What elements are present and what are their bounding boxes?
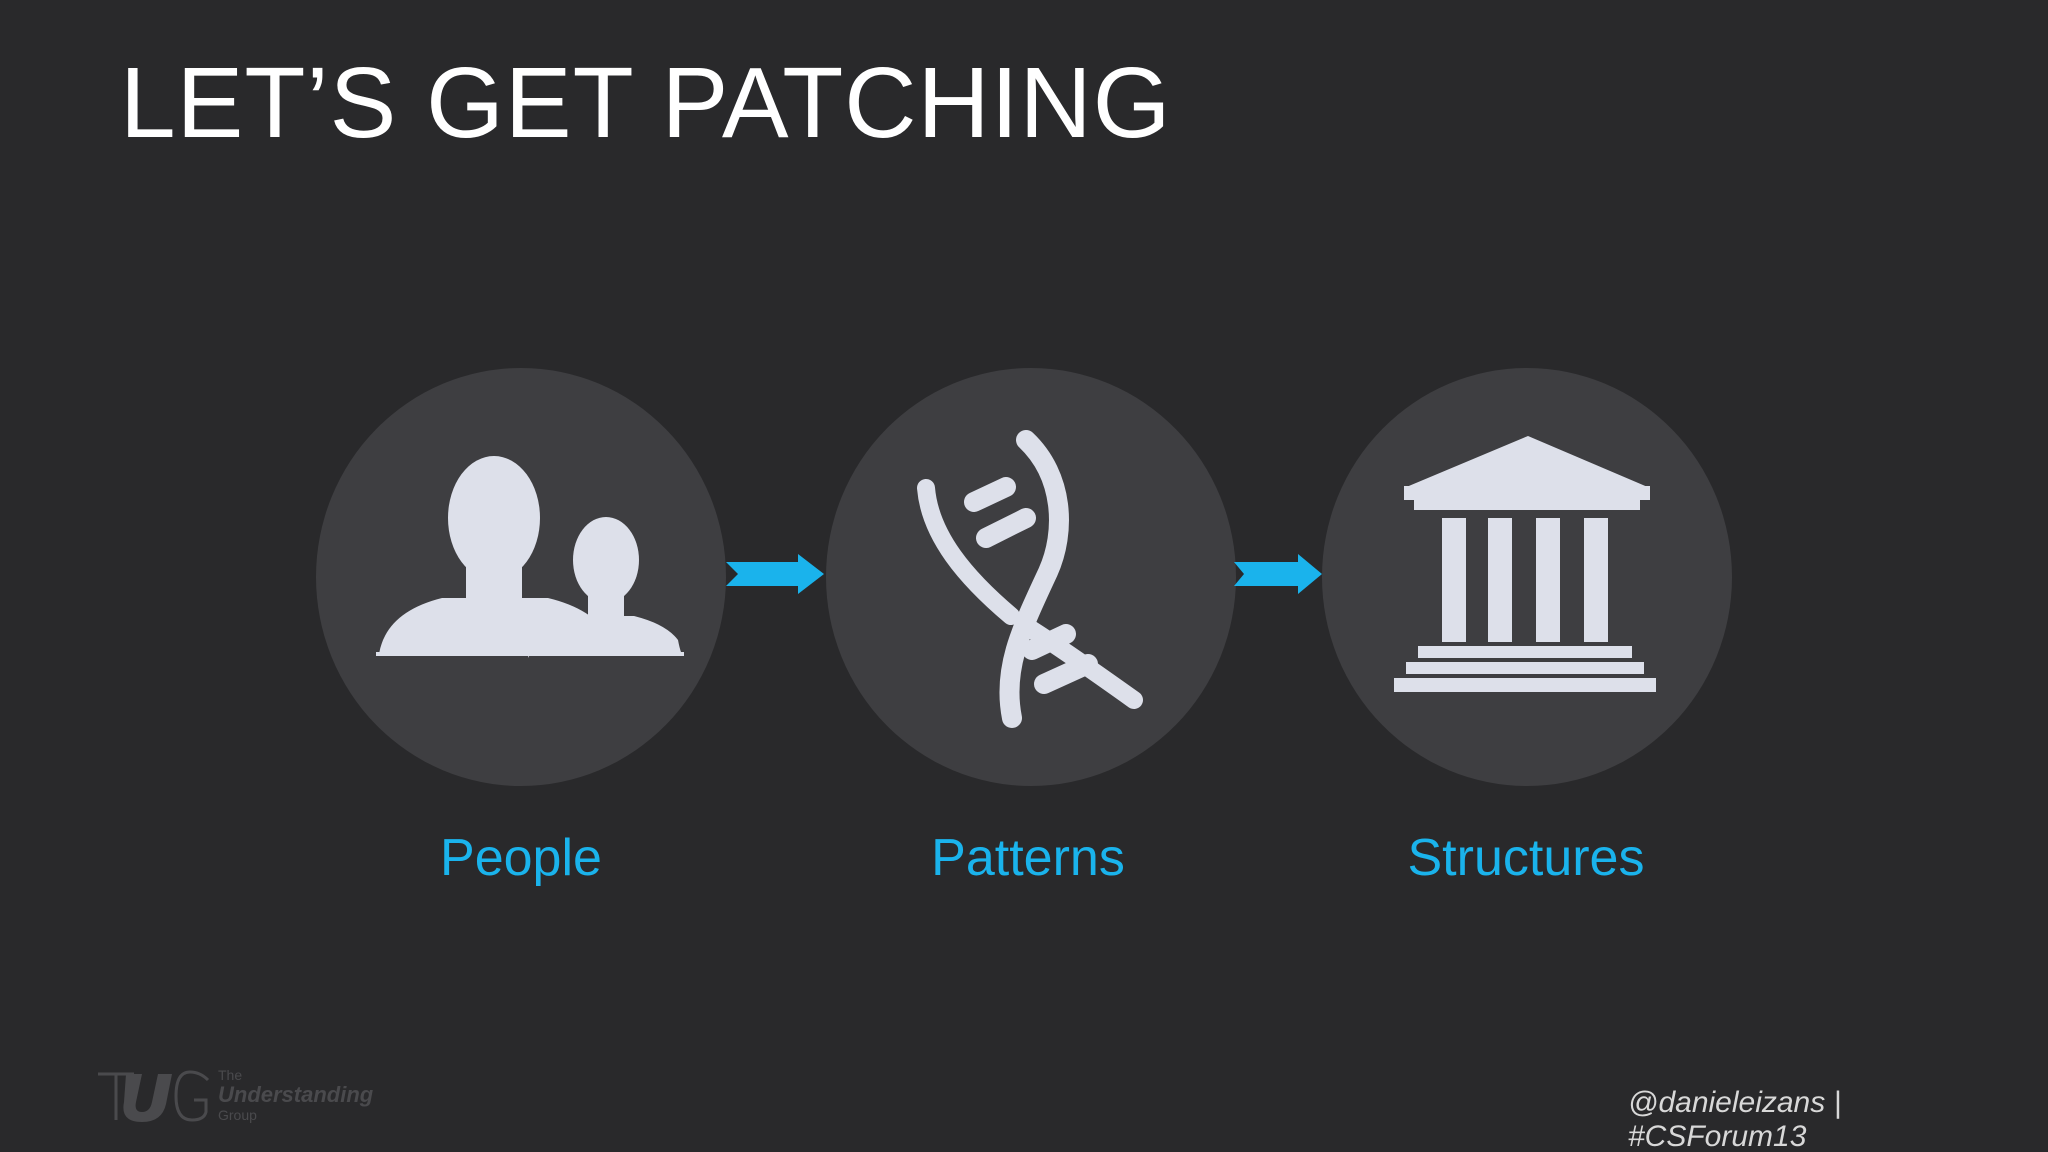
patterns-label: Patterns xyxy=(931,829,1125,887)
arrow-right-icon xyxy=(1234,554,1322,594)
slide-title: LET’S GET PATCHING xyxy=(120,47,1172,159)
footer-credit: @danieleizans | #CSForum13 xyxy=(1628,1086,1841,1152)
arrow-right-icon xyxy=(726,554,824,594)
logo-text-the: The xyxy=(218,1067,243,1083)
structures-node xyxy=(1322,368,1732,786)
logo-text-understanding: Understanding xyxy=(218,1082,374,1107)
structures-label: Structures xyxy=(1407,829,1645,887)
people-icon xyxy=(376,456,684,658)
patterns-node xyxy=(826,368,1236,786)
footer-credit-handle: @danieleizans | xyxy=(1628,1086,1842,1119)
logo-text-group: Group xyxy=(218,1107,257,1123)
company-logo: The Understanding Group xyxy=(96,1068,376,1124)
people-label: People xyxy=(440,829,602,887)
building-icon xyxy=(1394,436,1656,692)
people-node xyxy=(316,368,726,786)
tug-logo-mark xyxy=(98,1070,210,1122)
dna-icon xyxy=(917,430,1143,728)
footer-credit-hashtag: #CSForum13 xyxy=(1628,1120,1807,1152)
